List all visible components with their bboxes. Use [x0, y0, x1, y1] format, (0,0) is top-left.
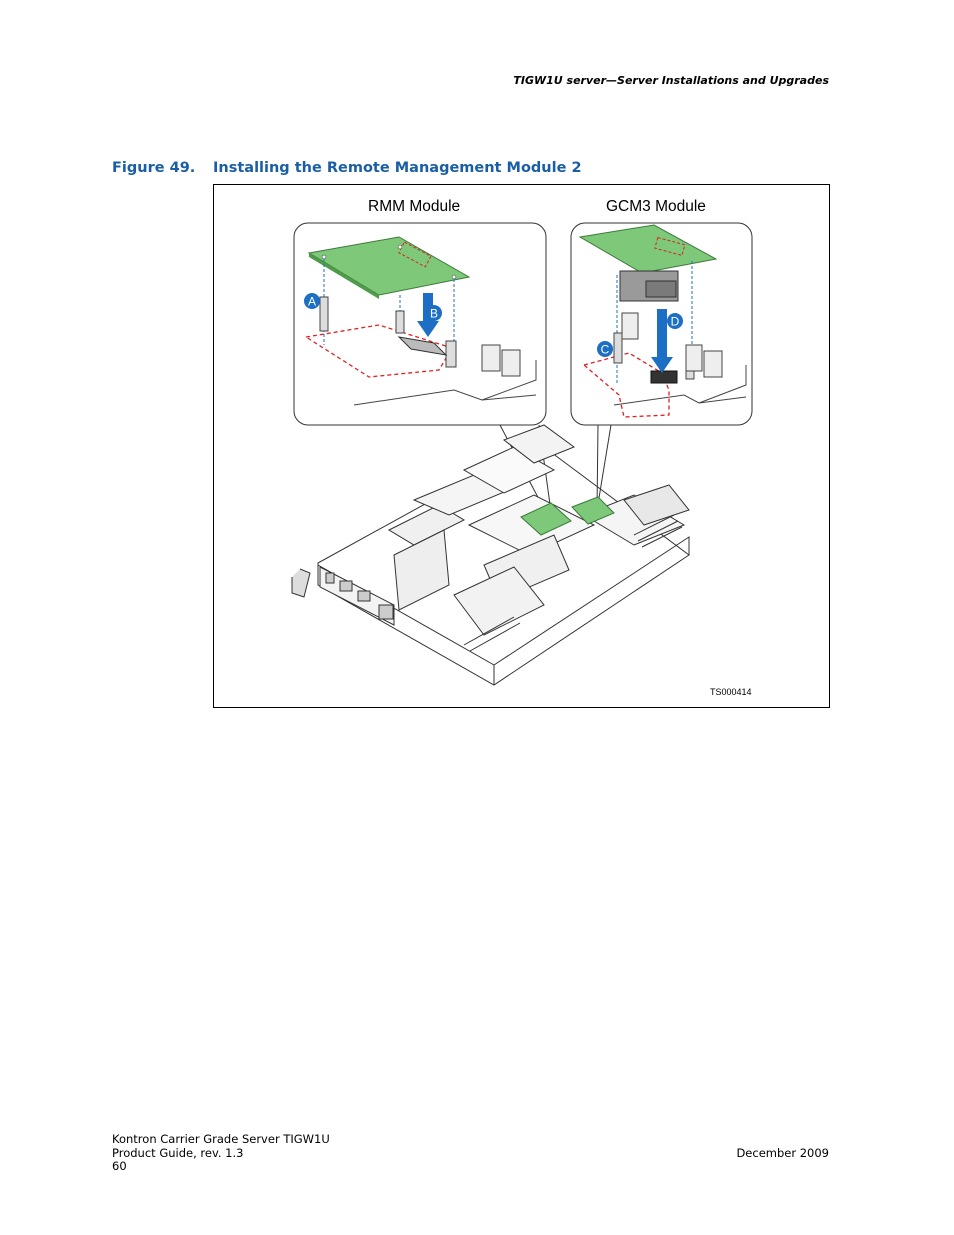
figure-number: Figure 49. [112, 160, 196, 176]
callout-a: A [304, 293, 320, 309]
footer-left: Kontron Carrier Grade Server TIGW1U Prod… [112, 1132, 330, 1174]
svg-text:D: D [671, 315, 680, 329]
svg-text:C: C [601, 343, 610, 357]
svg-text:B: B [430, 307, 438, 321]
installation-illustration: A B [291, 222, 753, 686]
page-number: 60 [112, 1159, 127, 1173]
footer-guide-revision: Product Guide, rev. 1.3 [112, 1145, 244, 1160]
rmm-panel-title: RMM Module [368, 198, 461, 215]
rmm-detail-drawing [304, 236, 537, 406]
figure-caption: Figure 49. Installing the Remote Manageme… [112, 160, 582, 176]
figure-frame: A B [213, 184, 830, 708]
gcm3-panel-title: GCM3 Module [606, 198, 706, 215]
server-chassis [291, 424, 690, 686]
callout-d: D [667, 313, 683, 329]
footer-product-name: Kontron Carrier Grade Server TIGW1U [112, 1132, 330, 1146]
gcm3-board [578, 224, 718, 274]
footer-date: December 2009 [736, 1146, 829, 1160]
gcm3-footprint-outline [582, 352, 670, 418]
drawing-id: TS000414 [710, 687, 752, 697]
gcm3-detail-drawing [578, 224, 747, 418]
svg-text:A: A [308, 295, 316, 309]
rmm-board [307, 236, 471, 296]
figure-title: Installing the Remote Management Module … [213, 160, 582, 176]
callout-c: C [597, 341, 613, 357]
callout-b: B [426, 305, 442, 321]
running-header: TIGW1U server—Server Installations and U… [513, 74, 829, 87]
